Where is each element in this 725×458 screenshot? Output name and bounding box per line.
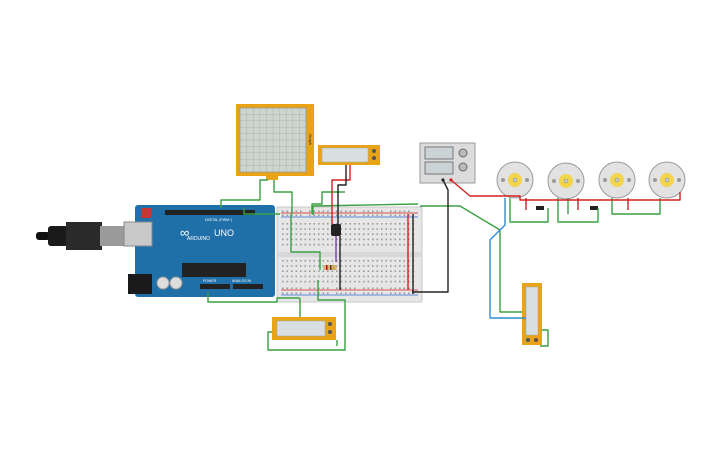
digital-label: DIGITAL (PWM~): [205, 218, 232, 222]
supply-display-current: [424, 161, 454, 175]
dc-motor-4[interactable]: [648, 161, 686, 199]
usb-cable[interactable]: [36, 222, 126, 250]
arduino-board[interactable]: ∞ ARDUINO UNO DIGITAL (PWM~) POWER ANALO…: [123, 205, 275, 297]
power-header: [200, 284, 230, 289]
supply-display-voltage: [424, 146, 454, 160]
scope-label: Graph: [308, 134, 313, 145]
arduino-brand: ARDUINO: [187, 236, 210, 242]
dc-motor-1[interactable]: [496, 161, 534, 199]
oscilloscope[interactable]: Graph: [236, 104, 314, 180]
analog-label: ANALOG IN: [232, 279, 252, 283]
power-label: POWER: [203, 279, 217, 283]
arduino-logo: ∞: [180, 225, 189, 240]
analog-header: [233, 284, 263, 289]
lcd-module-bottom[interactable]: [272, 317, 336, 340]
current-knob[interactable]: [458, 162, 468, 172]
diode-1[interactable]: [536, 206, 544, 210]
power-supply[interactable]: [419, 142, 476, 184]
resistor[interactable]: [323, 265, 337, 270]
slide-potentiometer[interactable]: [522, 283, 542, 345]
dc-motor-2[interactable]: [547, 162, 585, 200]
arduino-model: UNO: [214, 228, 234, 238]
usb-port: [123, 221, 153, 247]
breadboard[interactable]: [276, 206, 423, 303]
scope-grid: [240, 108, 306, 172]
voltage-knob[interactable]: [458, 148, 468, 158]
reset-button[interactable]: [141, 208, 151, 218]
diode-2[interactable]: [590, 206, 598, 210]
power-jack: [128, 274, 152, 294]
dc-motor-3[interactable]: [598, 161, 636, 199]
transistor[interactable]: [331, 224, 341, 236]
digital-header: [165, 210, 255, 215]
lcd-module-top[interactable]: [318, 145, 380, 165]
atmega-chip: [182, 263, 246, 277]
wires[interactable]: [207, 165, 681, 351]
